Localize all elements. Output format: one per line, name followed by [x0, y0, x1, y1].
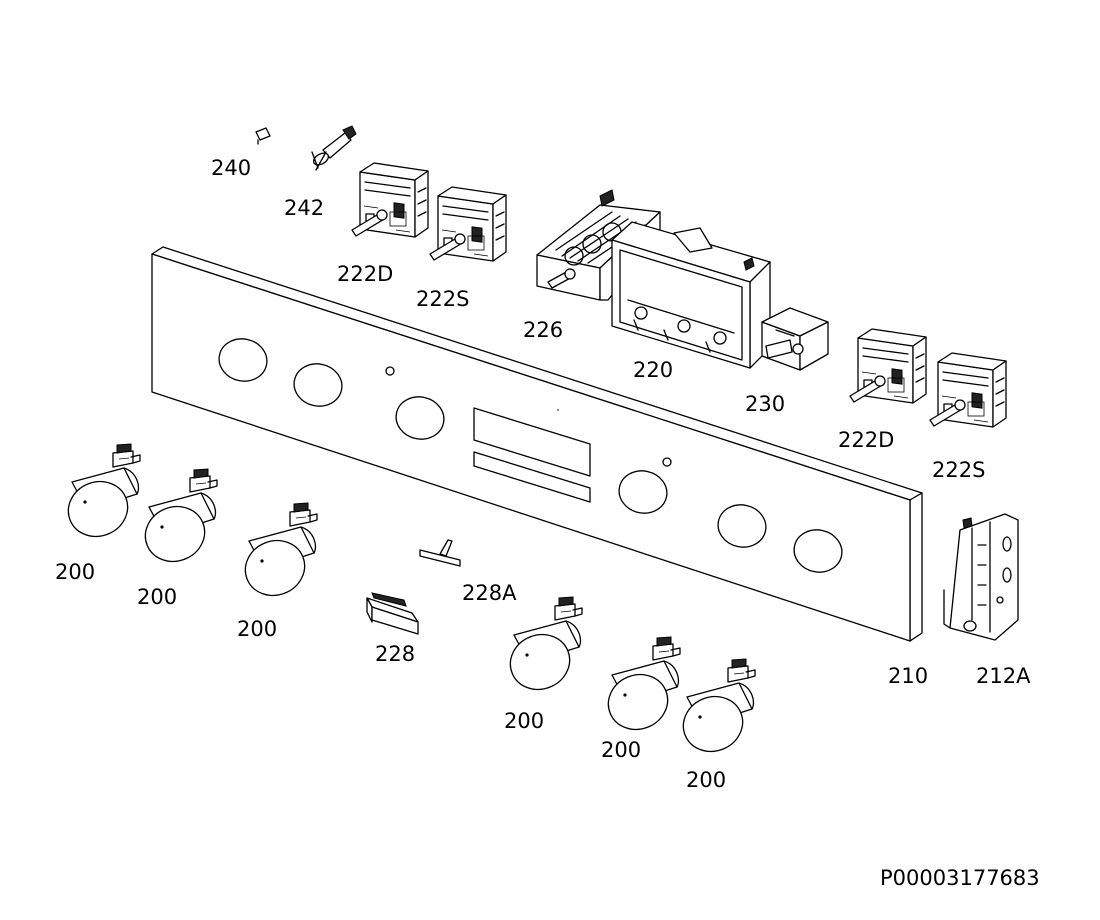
part-222D-regulator-top — [351, 162, 429, 238]
label-222S-right: 222S — [932, 458, 986, 482]
label-228: 228 — [375, 642, 416, 666]
part-222D-regulator-right — [849, 328, 927, 404]
part-200-knob-5 — [599, 636, 681, 739]
label-226: 226 — [523, 318, 564, 342]
part-242-plug — [311, 125, 357, 171]
label-200-6: 200 — [686, 768, 727, 792]
part-222S-regulator-right — [929, 352, 1007, 428]
part-200-knob-6 — [674, 658, 756, 761]
label-212A: 212A — [976, 664, 1031, 688]
part-210-control-panel — [151, 246, 923, 642]
label-200-5: 200 — [601, 738, 642, 762]
part-230-switch — [761, 307, 829, 371]
part-200-knob-1 — [59, 443, 141, 546]
drawing-number: P00003177683 — [880, 866, 1040, 890]
part-240-clip — [255, 127, 271, 145]
label-240: 240 — [211, 156, 252, 180]
part-220-programmer — [611, 221, 771, 369]
label-200-1: 200 — [55, 560, 96, 584]
part-212A-bracket — [943, 513, 1019, 641]
label-228A: 228A — [462, 581, 517, 605]
label-200-3: 200 — [237, 617, 278, 641]
label-222D-top: 222D — [337, 262, 394, 286]
label-220: 220 — [633, 358, 674, 382]
part-222S-regulator-top — [429, 186, 507, 262]
label-210: 210 — [888, 664, 929, 688]
part-228A-lever — [419, 539, 461, 567]
label-242: 242 — [284, 196, 325, 220]
label-200-4: 200 — [504, 709, 545, 733]
part-200-knob-3 — [236, 502, 318, 605]
part-228-button — [366, 592, 419, 635]
label-200-2: 200 — [137, 585, 178, 609]
label-230: 230 — [745, 392, 786, 416]
label-222D-right: 222D — [838, 428, 895, 452]
label-222S-top: 222S — [416, 287, 470, 311]
part-200-knob-2 — [136, 468, 218, 571]
part-200-knob-4 — [501, 596, 583, 699]
